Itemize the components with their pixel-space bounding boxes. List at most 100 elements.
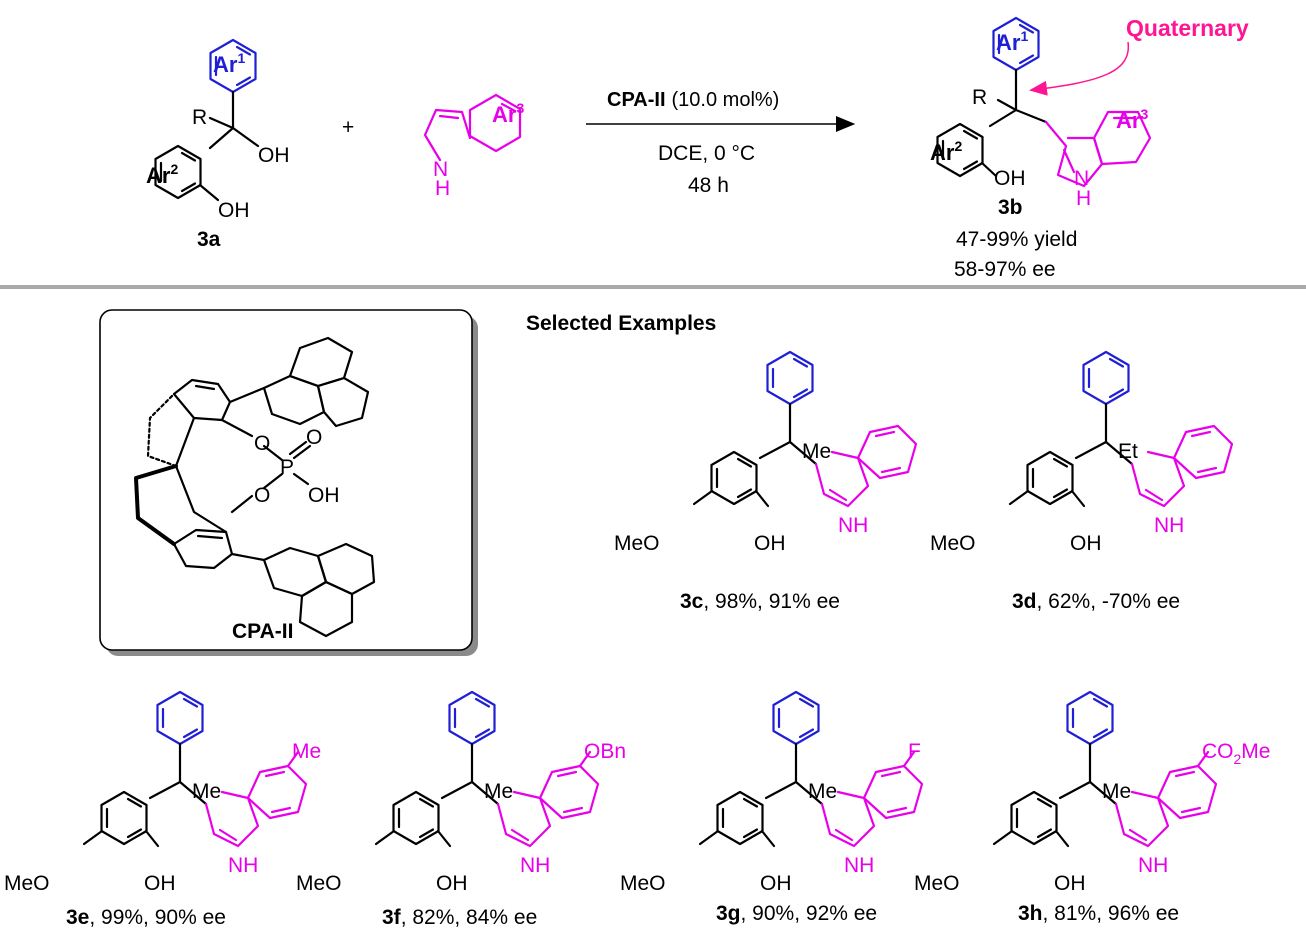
ar3-label: Ar3 [492,100,524,127]
example-meo-label: MeO [930,532,976,555]
example-skeleton [1008,350,1234,508]
examples-heading: Selected Examples [526,312,716,335]
caption-3e: 3e, 99%, 90% ee [66,906,226,929]
product-ar1-label: Ar1 [996,28,1028,55]
example-nh-label: NH [838,514,868,537]
quaternary-arrow [1029,41,1129,96]
product-3b [936,16,1152,188]
example-alkyl-label: Me [1102,780,1131,803]
caption-compound-id: 3f [382,906,402,929]
example-substituent-bond [286,750,300,768]
catalyst-p: P [280,456,294,479]
quaternary-annotation: Quaternary [1126,15,1249,41]
compound-label-3b: 3b [998,196,1023,219]
product-ee: 58-97% ee [954,258,1056,281]
plus-sign: + [342,116,354,139]
example-alkyl-label: Me [802,440,831,463]
catalyst-o1: O [254,432,270,455]
caption-3h: 3h, 81%, 96% ee [1018,902,1179,925]
reactant-3a [154,38,260,202]
conditions-solvent: DCE, 0 °C [658,142,755,165]
example-skeleton [992,690,1218,848]
catalyst-box [99,309,473,651]
example-skeleton [82,690,308,848]
example-indole-substituent: CO2Me [1202,740,1270,767]
example-skeleton [374,690,600,848]
product-indole-n: N [1074,167,1089,190]
ar2-label: Ar2 [146,161,178,188]
example-meo-label: MeO [296,872,342,895]
product-ar2-label: Ar2 [930,138,962,165]
example-indole-substituent: F [908,740,921,763]
example-nh-label: NH [844,854,874,877]
caption-compound-id: 3d [1012,590,1037,613]
example-meo-label: MeO [4,872,50,895]
catalyst-label: CPA-II [232,620,293,643]
example-alkyl-label: Et [1118,440,1138,463]
catalyst-o2: O [254,484,270,507]
product-yield: 47-99% yield [956,228,1077,251]
example-nh-label: NH [228,854,258,877]
example-meo-label: MeO [914,872,960,895]
example-oh-label: OH [144,872,176,895]
caption-compound-id: 3h [1018,902,1043,925]
catalyst-o-double: O [306,426,322,449]
example-indole-substituent: OBn [584,740,626,763]
example-alkyl-label: Me [192,780,221,803]
caption-3f: 3f, 82%, 84% ee [382,906,537,929]
example-skeleton [692,350,918,508]
example-alkyl-label: Me [808,780,837,803]
example-indole-substituent: Me [292,740,321,763]
example-oh-label: OH [760,872,792,895]
caption-3d: 3d, 62%, -70% ee [1012,590,1180,613]
r-label-3a: R [192,106,207,129]
caption-yield-ee: , 98%, 91% ee [703,590,840,613]
caption-compound-id: 3c [680,590,704,613]
product-r-label: R [972,86,987,109]
example-substituent-bond [578,750,592,768]
example-oh-label: OH [436,872,468,895]
caption-yield-ee: , 90%, 92% ee [741,902,878,925]
caption-3c: 3c, 98%, 91% ee [680,590,840,613]
conditions-catalyst-line: CPA-II(10.0 mol%) [607,89,779,111]
example-nh-label: NH [1138,854,1168,877]
example-oh-label: OH [754,532,786,555]
example-alkyl-label: Me [484,780,513,803]
example-meo-label: MeO [614,532,660,555]
example-nh-label: NH [520,854,550,877]
example-nh-label: NH [1154,514,1184,537]
product-ar3-label: Ar3 [1116,106,1148,133]
conditions-time: 48 h [688,174,729,197]
reactant-indole [423,93,522,162]
example-skeleton [698,690,924,848]
caption-yield-ee: , 62%, -70% ee [1037,590,1181,613]
caption-yield-ee: , 82%, 84% ee [401,906,538,929]
catalyst-structure [134,336,376,638]
caption-yield-ee: , 81%, 96% ee [1043,902,1180,925]
section-divider [0,285,1306,289]
example-substituent-bond [1196,750,1210,768]
compound-label-3a: 3a [197,228,221,251]
caption-yield-ee: , 99%, 90% ee [89,906,226,929]
indole-h: H [435,177,450,200]
caption-compound-id: 3g [716,902,741,925]
product-oh: OH [994,167,1026,190]
oh-bottom-3a: OH [218,199,250,222]
example-meo-label: MeO [620,872,666,895]
oh-top-3a: OH [258,144,290,167]
example-oh-label: OH [1070,532,1102,555]
ar1-label: Ar1 [213,50,245,77]
product-indole-h: H [1076,187,1091,210]
catalyst-oh: OH [308,484,340,507]
caption-3g: 3g, 90%, 92% ee [716,902,877,925]
caption-compound-id: 3e [66,906,89,929]
indole-n: N [433,158,448,181]
example-substituent-bond [902,750,916,768]
example-oh-label: OH [1054,872,1086,895]
